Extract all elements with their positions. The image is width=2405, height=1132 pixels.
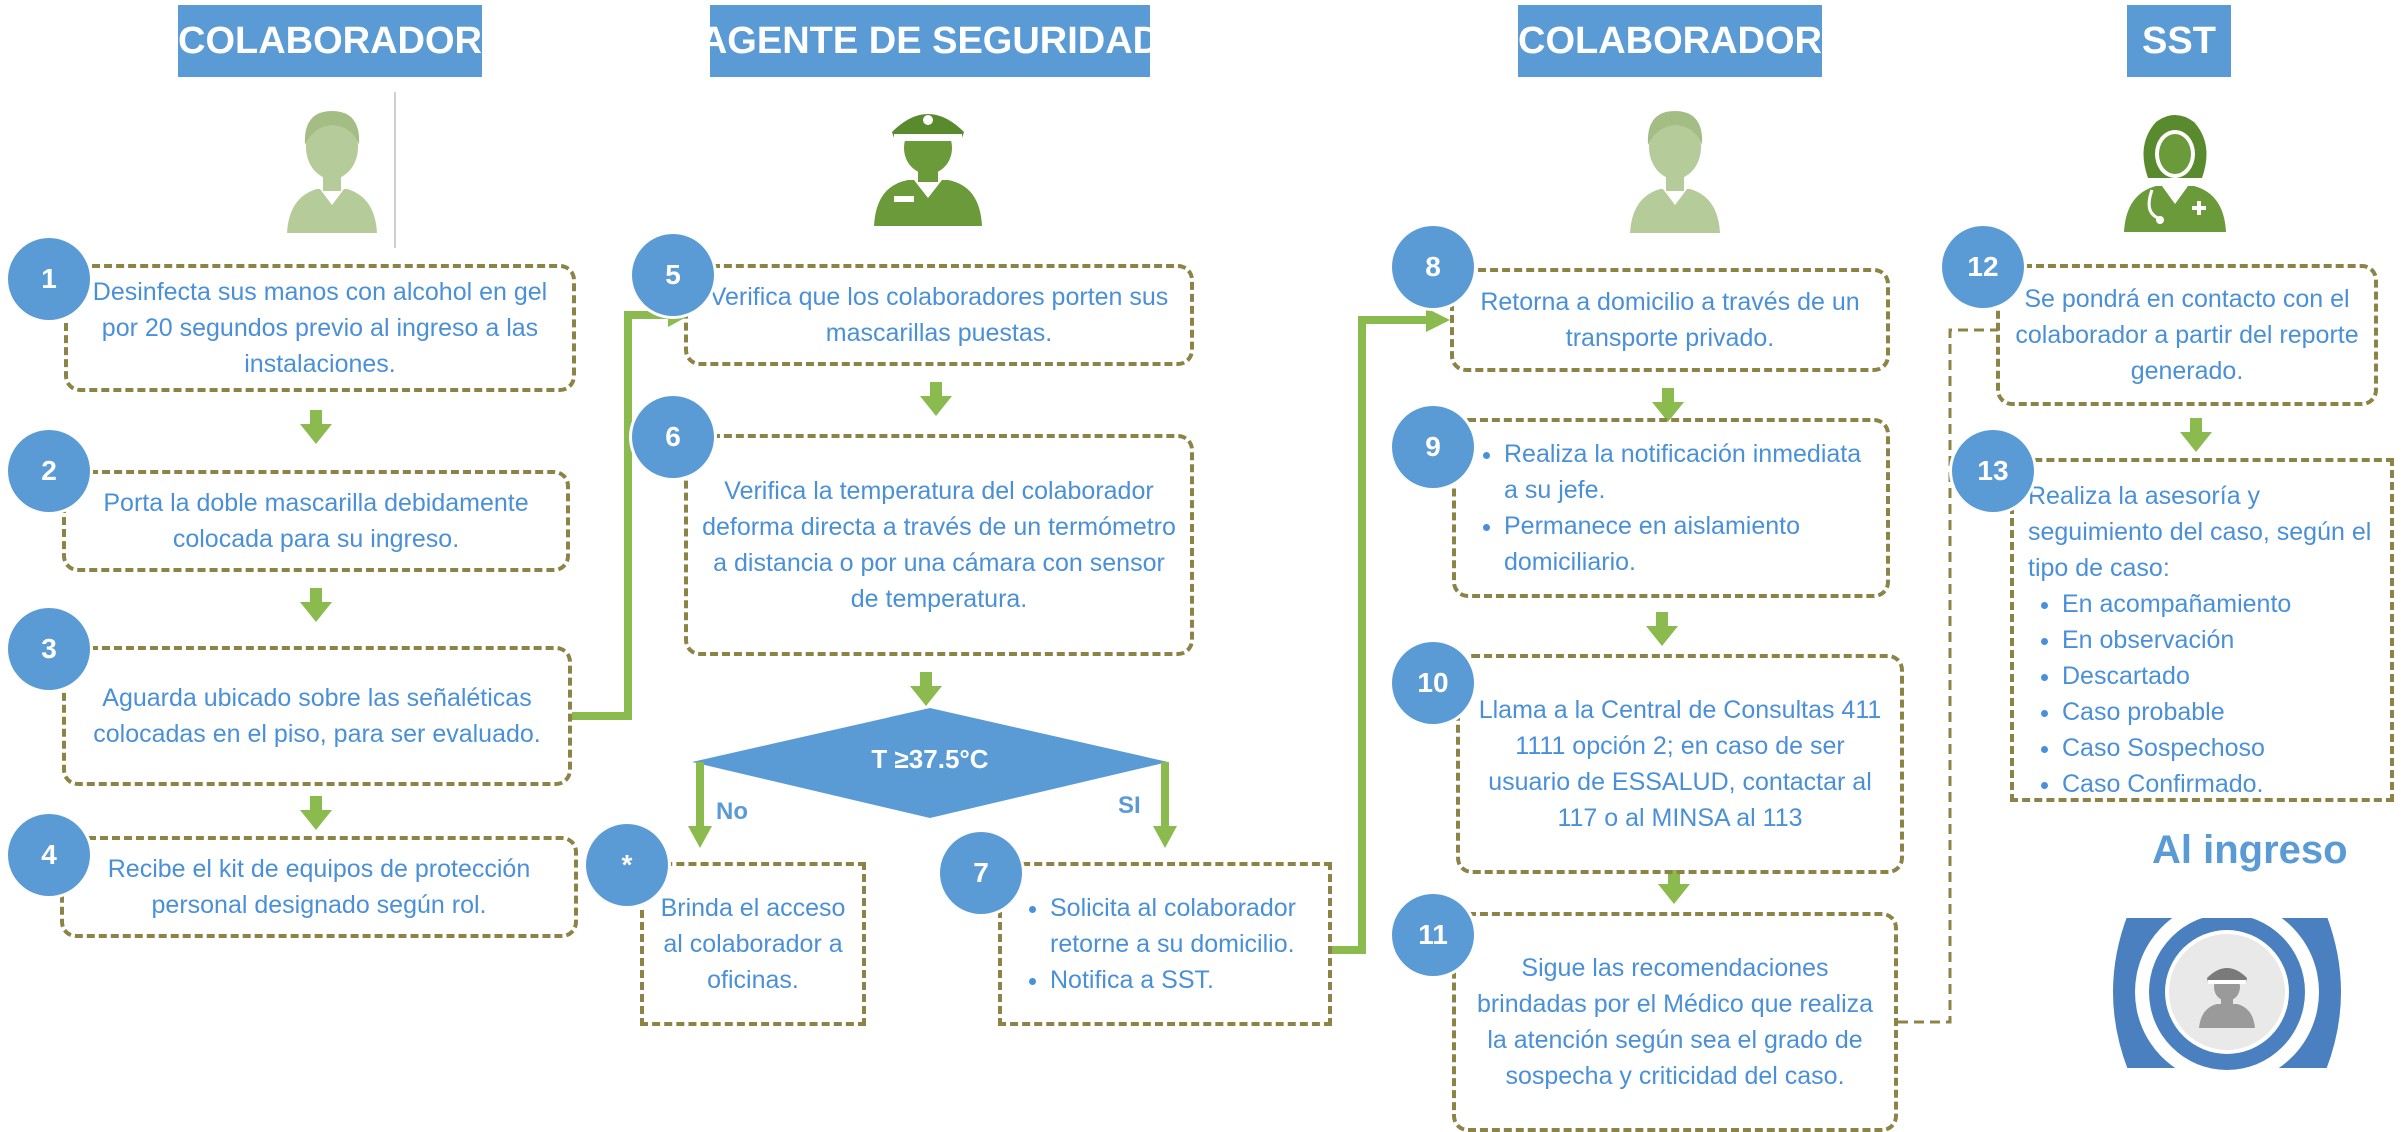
branch-si-label: SI [1118,792,1141,819]
step-text: Llama a la Central de Consultas 411 1111… [1478,696,1882,832]
step-10-box: Llama a la Central de Consultas 411 1111… [1456,654,1904,874]
list-item: Caso Confirmado. [2062,766,2376,802]
step-number-star: * [586,824,668,906]
down-arrow [300,382,2212,904]
header-sst: SST [2127,5,2231,77]
step-text: Brinda el acceso al colaborador a oficin… [660,894,846,994]
step-text: Sigue las recomendaciones brindadas por … [1476,954,1874,1090]
list-item: Caso probable [2062,694,2376,730]
step-4-box: Recibe el kit de equipos de protección p… [60,836,578,938]
step-number-3: 3 [8,608,90,690]
doctor-icon [2124,115,2226,232]
case-type-list: En acompañamiento En observación Descart… [2028,586,2376,802]
step-1-box: Desinfecta sus manos con alcohol en gel … [64,264,576,392]
branch-no-label: No [716,798,748,825]
step-7-list: Solicita al colaborador retorne a su dom… [1016,890,1314,998]
connector-11-to-12 [1898,328,1998,1024]
step-11-box: Sigue las recomendaciones brindadas por … [1452,912,1898,1132]
person-icon [1630,111,1720,233]
footer-title: Al ingreso [2152,828,2348,872]
step-text: Verifica que los colaboradores porten su… [709,283,1169,347]
step-text: Retorna a domicilio a través de un trans… [1480,288,1860,352]
person-icon [287,111,377,233]
step-5-box: Verifica que los colaboradores porten su… [684,264,1194,366]
step-number-4: 4 [8,814,90,896]
connector-3-to-5 [572,311,672,720]
step-text: Porta la doble mascarilla debidamente co… [103,489,529,553]
column-divider [394,92,396,248]
step-text: Aguarda ubicado sobre las señaléticas co… [93,684,541,748]
header-colaborador-2: COLABORADOR [1518,5,1822,77]
list-item: En observación [2062,622,2376,658]
list-item: Descartado [2062,658,2376,694]
step-13-content: Realiza la asesoría y seguimiento del ca… [2028,478,2376,802]
step-text: Recibe el kit de equipos de protección p… [107,855,531,919]
step-number-1: 1 [8,238,90,320]
step-7-box: Solicita al colaborador retorne a su dom… [998,862,1332,1026]
guard-badge-logo [2106,914,2348,1070]
step-number-6: 6 [632,396,714,478]
step-3-box: Aguarda ubicado sobre las señaléticas co… [62,646,572,786]
list-item: Notifica a SST. [1050,962,1314,998]
list-item: Permanece en aislamiento domiciliario. [1504,508,1872,580]
step-2-box: Porta la doble mascarilla debidamente co… [62,470,570,572]
step-number-8: 8 [1392,226,1474,308]
list-item: En acompañamiento [2062,586,2376,622]
step-number-10: 10 [1392,642,1474,724]
decision-label: T ≥37.5°C [871,744,989,774]
step-9-box: Realiza la notificación inmediata a su j… [1452,418,1890,598]
step-number-2: 2 [8,430,90,512]
step-8-box: Retorna a domicilio a través de un trans… [1450,268,1890,372]
list-item: Solicita al colaborador retorne a su dom… [1050,890,1314,962]
step-number-9: 9 [1392,406,1474,488]
step-12-box: Se pondrá en contacto con el colaborador… [1996,264,2378,406]
list-item: Caso Sospechoso [2062,730,2376,766]
step-13-intro: Realiza la asesoría y seguimiento del ca… [2028,482,2372,582]
security-guard-icon [874,114,982,226]
step-text: Desinfecta sus manos con alcohol en gel … [92,278,548,378]
step-text: Verifica la temperatura del colaborador … [702,477,1176,613]
step-number-5: 5 [632,234,714,316]
step-9-list: Realiza la notificación inmediata a su j… [1470,436,1872,580]
header-agente-seguridad: AGENTE DE SEGURIDAD [700,5,1160,77]
step-text: Se pondrá en contacto con el colaborador… [2015,285,2359,385]
step-star-box: Brinda el acceso al colaborador a oficin… [640,862,866,1026]
step-6-box: Verifica la temperatura del colaborador … [684,434,1194,656]
step-number-12: 12 [1942,226,2024,308]
step-number-13: 13 [1952,430,2034,512]
list-item: Realiza la notificación inmediata a su j… [1504,436,1872,508]
connector-7-to-8 [1332,316,1430,954]
step-13-box: Realiza la asesoría y seguimiento del ca… [2010,458,2394,802]
step-number-11: 11 [1392,894,1474,976]
decision-diamond [692,708,1168,818]
step-number-7: 7 [940,832,1022,914]
header-colaborador-1: COLABORADOR [178,5,482,77]
